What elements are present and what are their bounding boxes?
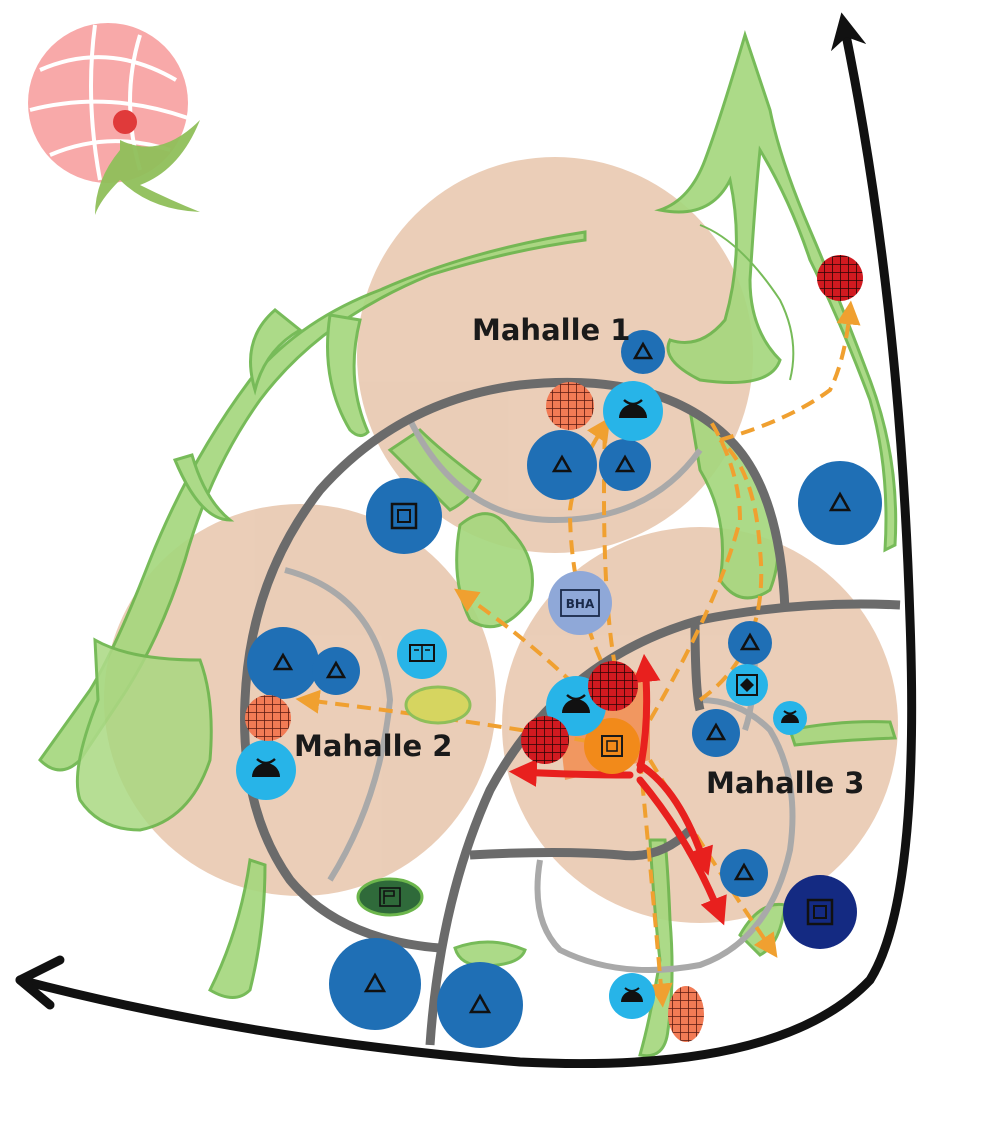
triangle-icon (692, 709, 740, 757)
triangle-icon (599, 439, 651, 491)
mahalle-1-label: Mahalle 1 (472, 313, 630, 347)
triangle-icon (312, 647, 360, 695)
grid-pattern-icon (668, 986, 704, 1042)
grid-pattern-icon (817, 255, 863, 301)
book-service (397, 629, 447, 679)
square-services (366, 478, 857, 949)
mosque-dome-icon (609, 973, 655, 1019)
grid-pattern-icon (588, 661, 638, 711)
flag-service (356, 877, 424, 917)
mosque-dome-icon (236, 740, 296, 800)
mosque-dome-icon (603, 381, 663, 441)
book-icon (397, 629, 447, 679)
triangle-icon (621, 330, 665, 374)
bha-label: BHA (566, 597, 595, 611)
grid-pattern-icon (521, 716, 569, 764)
triangle-icon (437, 962, 523, 1048)
triangle-icon (329, 938, 421, 1030)
main-vehicle-flows (508, 653, 727, 926)
diamond-icon (726, 664, 768, 706)
bha-service: BHA (548, 571, 612, 635)
triangle-icon (247, 627, 319, 699)
triangle-icon (527, 430, 597, 500)
mahalle-3-label: Mahalle 3 (706, 766, 864, 800)
grid-pattern-icon (245, 695, 291, 741)
mosque-services (236, 381, 807, 1019)
diamond-service (726, 664, 768, 706)
logo-flower-icon (28, 23, 200, 215)
mahalle-2-label: Mahalle 2 (294, 729, 452, 763)
mosque-dome-icon (773, 701, 807, 735)
square-icon (584, 718, 640, 774)
grid-pattern-icon (546, 382, 594, 430)
highway (15, 12, 917, 1069)
yellow-plot (404, 685, 472, 725)
triangle-icon (798, 461, 882, 545)
square-icon (366, 478, 442, 554)
triangle-services (247, 330, 882, 1048)
triangle-icon (728, 621, 772, 665)
flag-icon (379, 887, 401, 907)
mahalle-1-area (357, 157, 753, 553)
square-icon (783, 875, 857, 949)
triangle-icon (720, 849, 768, 897)
market-services (245, 255, 863, 1042)
inner-roads (284, 418, 796, 973)
